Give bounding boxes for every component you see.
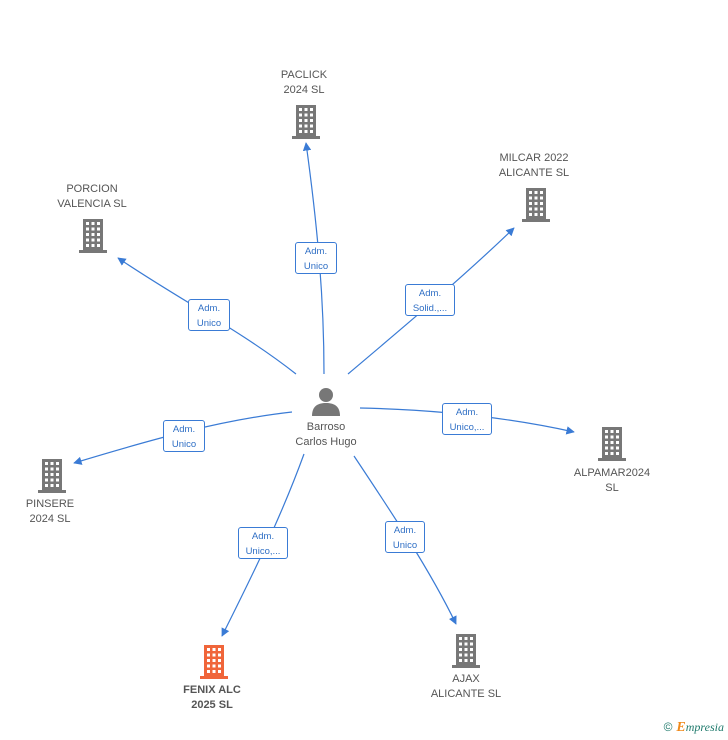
company-name: ALPAMAR2024 SL: [573, 467, 651, 494]
company-name: AJAX ALICANTE SL: [430, 673, 502, 700]
building-icon: [38, 459, 66, 493]
company-name: PORCION VALENCIA SL: [57, 183, 127, 210]
person-icon: [312, 388, 340, 416]
role-label-pinsere[interactable]: Adm. Unico: [163, 420, 205, 452]
role-label-alpamar[interactable]: Adm. Unico,...: [442, 403, 492, 435]
person-name: Barroso Carlos Hugo: [295, 421, 357, 448]
role-label-milcar[interactable]: Adm. Solid.,...: [405, 284, 455, 316]
role-label-fenix[interactable]: Adm. Unico,...: [238, 527, 288, 559]
person-node[interactable]: Barroso Carlos Hugo: [266, 386, 386, 450]
empresia-watermark: ©Empresia: [664, 720, 724, 736]
brand-rest: mpresia: [685, 720, 724, 734]
building-icon: [598, 427, 626, 461]
building-icon: [200, 645, 228, 679]
building-icon: [522, 188, 550, 222]
company-name: MILCAR 2022 ALICANTE SL: [498, 152, 570, 179]
role-label-paclick[interactable]: Adm. Unico: [295, 242, 337, 274]
building-icon: [452, 634, 480, 668]
brand-initial: E: [676, 720, 686, 735]
company-name: PACLICK 2024 SL: [280, 69, 328, 96]
role-label-porcion[interactable]: Adm. Unico: [188, 299, 230, 331]
company-name: PINSERE 2024 SL: [25, 498, 75, 525]
building-icon: [292, 105, 320, 139]
copyright-symbol: ©: [663, 720, 673, 734]
building-icon: [79, 219, 107, 253]
role-label-ajax[interactable]: Adm. Unico: [385, 521, 425, 553]
company-name: FENIX ALC 2025 SL: [183, 684, 241, 711]
